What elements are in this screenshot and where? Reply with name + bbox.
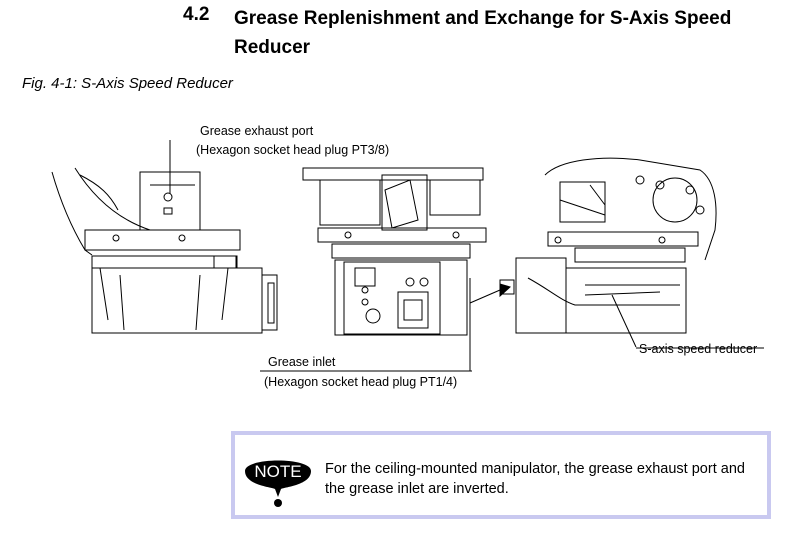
s-axis-drawing <box>51 140 764 372</box>
figure-caption: Fig. 4-1: S-Axis Speed Reducer <box>22 75 233 92</box>
inlet-plug-label: (Hexagon socket head plug PT1/4) <box>264 375 458 389</box>
inlet-arrow-line <box>469 289 501 304</box>
inlet-label: Grease inlet <box>268 355 336 369</box>
note-text: For the ceiling-mounted manipulator, the… <box>325 461 745 497</box>
right-view <box>499 157 717 348</box>
exhaust-port-label: Grease exhaust port <box>200 124 314 138</box>
section-title: Grease Replenishment and Exchange for S-… <box>234 8 732 58</box>
note-icon: NOTE <box>243 453 313 513</box>
note-box: NOTE For the ceiling-mounted manipulator… <box>231 431 771 519</box>
middle-view <box>302 167 487 371</box>
reducer-label: S-axis speed reducer <box>639 342 758 356</box>
left-view <box>51 140 278 334</box>
exhaust-plug-label: (Hexagon socket head plug PT3/8) <box>196 143 390 157</box>
section-number: 4.2 <box>183 4 210 25</box>
note-icon-label: NOTE <box>254 462 301 481</box>
